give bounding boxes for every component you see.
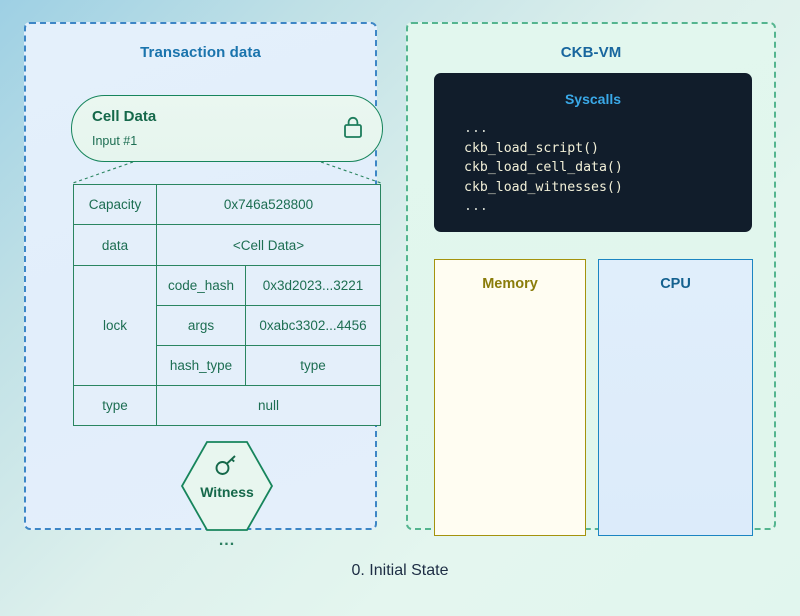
syscalls-panel: Syscalls ... ckb_load_script() ckb_load_… (434, 73, 752, 232)
table-row: args 0xabc3302...4456 (74, 305, 381, 346)
syscall-line: ckb_load_cell_data() (464, 160, 623, 176)
table-row: hash_type type (74, 345, 381, 386)
syscall-line: ckb_load_witnesses() (464, 179, 623, 195)
row-value: <Cell Data> (156, 224, 381, 266)
cell-data-subtitle: Input #1 (92, 134, 138, 148)
cpu-box: CPU (598, 259, 753, 536)
row-value: null (156, 385, 381, 426)
ckb-vm-panel: CKB-VM Syscalls ... ckb_load_script() ck… (406, 22, 776, 536)
cell-data-pill[interactable]: Cell Data Input #1 (71, 95, 383, 162)
memory-box: Memory (434, 259, 586, 536)
hexagon-shape (180, 441, 274, 531)
cell-table-connectors (72, 161, 382, 184)
witness-label: Witness (200, 484, 254, 500)
row-value: 0x746a528800 (156, 184, 381, 225)
table-row: Capacity 0x746a528800 (73, 184, 381, 225)
table-row: lock code_hash 0x3d2023...3221 (73, 265, 381, 386)
cpu-title: CPU (660, 276, 691, 292)
subrow-value: 0x3d2023...3221 (245, 265, 381, 306)
lock-icon (344, 116, 362, 138)
transaction-data-panel: Transaction data Cell Data Input #1 Capa… (24, 22, 383, 549)
syscall-line: ... (464, 121, 488, 136)
ckb-vm-title: CKB-VM (560, 44, 622, 61)
syscalls-title: Syscalls (564, 91, 622, 107)
cell-fields-table: Capacity 0x746a528800 data <Cell Data> l… (73, 184, 381, 426)
cell-data-title: Cell Data (92, 108, 157, 125)
syscalls-code: ... ckb_load_script() ckb_load_cell_data… (464, 119, 742, 217)
figure-caption: 0. Initial State (351, 562, 449, 579)
transaction-data-title: Transaction data (140, 44, 261, 61)
subrow-key: hash_type (156, 345, 246, 386)
table-row: data <Cell Data> (73, 224, 381, 266)
syscall-line: ckb_load_script() (464, 140, 599, 156)
memory-title: Memory (482, 276, 538, 292)
subrow-key: code_hash (156, 265, 246, 306)
row-key: Capacity (73, 184, 157, 225)
row-key: type (73, 385, 157, 426)
subrow-key: args (156, 305, 246, 346)
witness-ellipsis: ... (218, 532, 236, 549)
row-key: data (73, 224, 157, 266)
row-key: lock (73, 265, 157, 386)
syscall-line: ... (464, 199, 488, 215)
subrow-value: 0xabc3302...4456 (245, 305, 381, 346)
witness-hexagon[interactable]: Witness (180, 440, 274, 532)
table-row: type null (73, 385, 381, 426)
key-icon (215, 455, 236, 475)
subrow-value: type (245, 345, 381, 386)
